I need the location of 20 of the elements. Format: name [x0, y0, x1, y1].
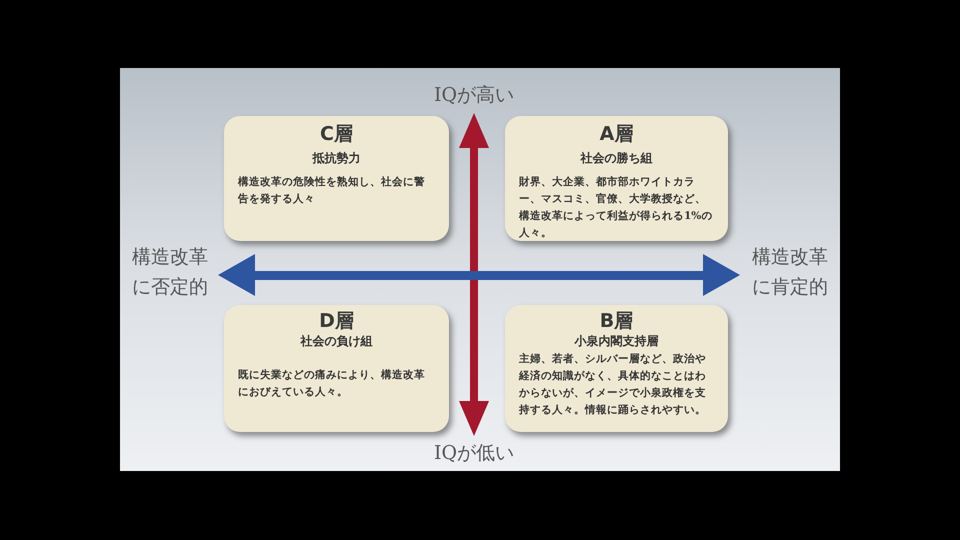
layer-heading: D層: [318, 309, 355, 333]
layer-description: 主婦、若者、シルバー層など、政治や経済の知識がなく、具体的なことはわからないが、イメージで小泉政権を支持する人々。情報に踊らされやすい。: [519, 352, 707, 418]
axis-label: 構造改革に否定的: [131, 245, 209, 300]
layer-subtitle: 社会の勝ち組: [579, 150, 654, 166]
layer-description: 財界、大企業、都市部ホワイトカラー、マスコミ、官僚、大学教授など、構造改革によって利益が得られる1%の人々。: [519, 174, 714, 241]
layer-heading: C層: [319, 122, 354, 146]
axis-label: IQが高い: [432, 83, 516, 108]
quadrant-card: [505, 305, 728, 432]
axis-label: 構造改革に肯定的: [751, 245, 829, 300]
layer-description: 構造改革の危険性を熟知し、社会に警告を発する人々: [238, 175, 426, 207]
layer-heading: A層: [598, 122, 634, 146]
layer-subtitle: 抵抗勢力: [311, 150, 362, 166]
layer-subtitle: 社会の負け組: [299, 333, 374, 349]
quadrant-card: [224, 116, 449, 241]
layer-heading: B層: [598, 309, 634, 333]
quadrant-card: [505, 116, 728, 241]
quadrant-card: [224, 305, 449, 432]
axis-label: IQが低い: [432, 441, 516, 466]
layer-subtitle: 小泉内閣支持層: [573, 333, 660, 349]
layer-description: 既に失業などの痛みにより、構造改革におびえている人々。: [238, 368, 426, 400]
